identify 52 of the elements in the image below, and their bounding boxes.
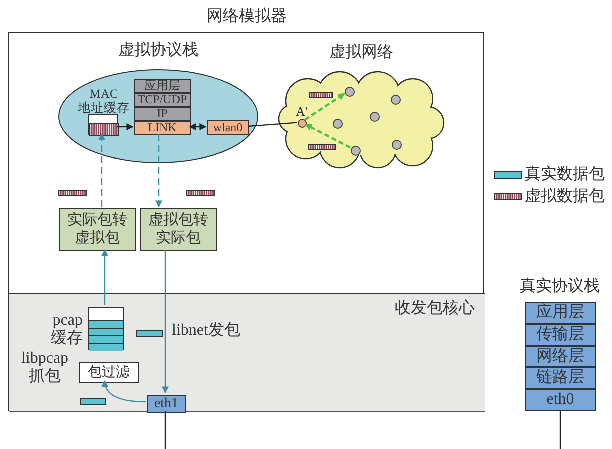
node-label: 链路层 xyxy=(536,369,586,387)
node-label: 传输层 xyxy=(536,326,586,344)
arrow xyxy=(98,133,106,207)
node-label: 虚拟包转实际包 xyxy=(148,210,209,248)
node-label: TCP/UDP xyxy=(136,93,188,107)
heading: 虚拟网络 xyxy=(328,44,394,62)
buffer-label: MAC 地址缓存 xyxy=(77,88,131,116)
arrow xyxy=(156,134,162,208)
arrow xyxy=(189,124,207,130)
connector-line xyxy=(560,411,562,449)
interface-box xyxy=(147,395,186,413)
node-label: A' xyxy=(296,105,308,120)
connector-line xyxy=(164,411,166,449)
annotation-label: libnet发包 xyxy=(172,322,240,340)
node-label: 实际包转虚拟包 xyxy=(67,210,128,248)
node-label: eth1 xyxy=(153,396,180,412)
conversion-box xyxy=(59,208,136,251)
node-label: IP xyxy=(156,107,169,121)
arrow xyxy=(102,249,108,305)
stack-layer xyxy=(134,121,191,135)
stack-layer xyxy=(525,346,596,367)
node-label: 应用层 xyxy=(536,304,586,322)
node-label: LINK xyxy=(147,121,178,135)
arrow xyxy=(162,250,169,394)
annotation-label: libpcap 抓包 xyxy=(20,350,70,386)
legend-label: 真实数据包 xyxy=(525,166,605,184)
legend-label: 虚拟数据包 xyxy=(525,188,605,206)
stack-layer xyxy=(525,367,596,389)
filter-box xyxy=(79,362,139,383)
buffer-label: pcap 缓存 xyxy=(50,312,83,348)
heading: 真实协议栈 xyxy=(519,278,601,296)
node-label: 应用层 xyxy=(144,79,182,93)
node-label: wlan0 xyxy=(212,120,244,134)
arrow xyxy=(304,92,346,121)
arrow xyxy=(117,124,134,130)
arrow xyxy=(102,380,146,403)
heading: 网络模拟器 xyxy=(206,8,288,26)
stack-layer xyxy=(134,107,191,121)
stack-layer xyxy=(525,324,596,346)
node-label: 网络层 xyxy=(536,348,586,366)
interface-box xyxy=(207,120,249,135)
conversion-box xyxy=(140,208,217,251)
connector-line xyxy=(248,122,298,128)
core-band xyxy=(9,293,485,412)
node-label: 包过滤 xyxy=(87,364,131,380)
interface-box xyxy=(525,389,596,411)
stack-layer xyxy=(525,302,596,324)
stack-layer xyxy=(134,79,191,93)
section-label: 收发包核心 xyxy=(395,300,475,318)
arrow xyxy=(304,124,352,149)
heading: 虚拟协议栈 xyxy=(118,42,200,60)
node-label: eth0 xyxy=(546,391,576,409)
